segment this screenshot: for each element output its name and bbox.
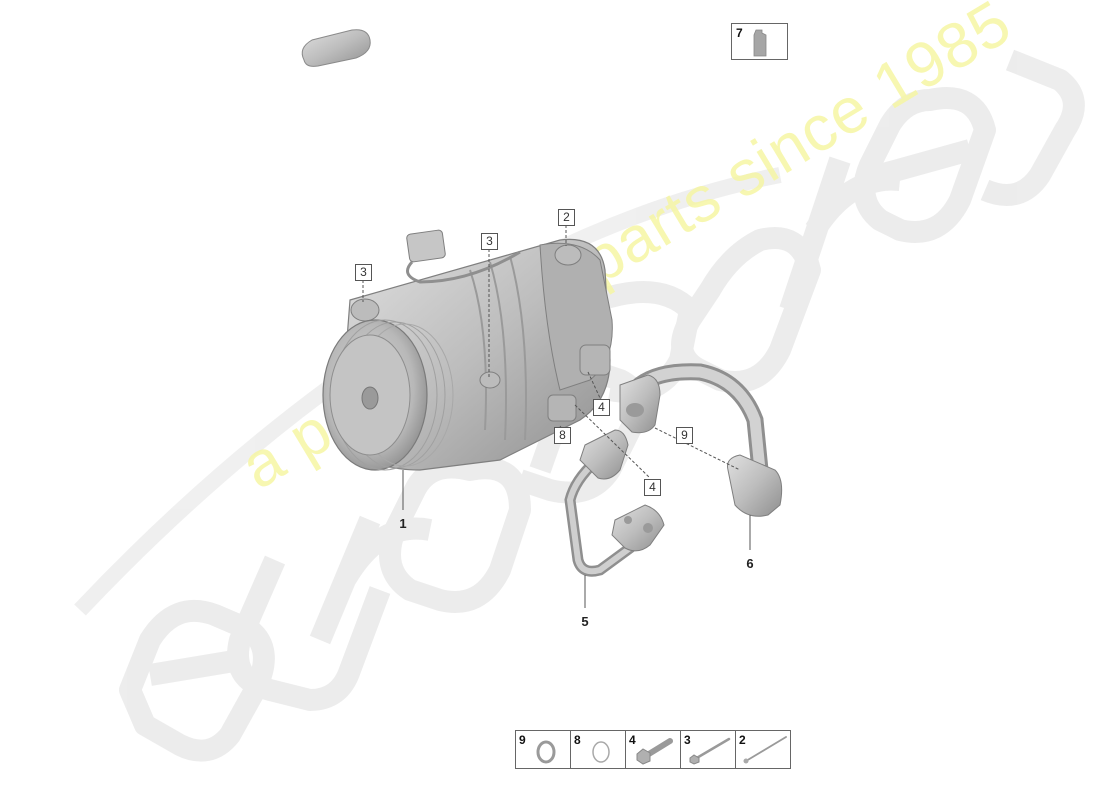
callout-9[interactable]: 9 xyxy=(676,427,693,444)
hex-bolt-icon xyxy=(636,738,673,765)
callout-1[interactable]: 1 xyxy=(399,516,407,531)
oil-pad-icon xyxy=(301,29,371,67)
refrigerant-line-6 xyxy=(619,363,783,517)
callout-2[interactable]: 2 xyxy=(558,209,575,226)
oil-bottle-icon xyxy=(753,29,767,57)
legend-item-2[interactable]: 2 xyxy=(736,731,790,768)
callout-5[interactable]: 5 xyxy=(581,614,589,629)
long-bolt-icon xyxy=(689,737,731,765)
o-ring-icon xyxy=(592,741,610,763)
legend-item-4[interactable]: 4 xyxy=(626,731,681,768)
legend-item-9[interactable]: 9 xyxy=(516,731,571,768)
callout-3-left[interactable]: 3 xyxy=(355,264,372,281)
refrigerant-line-5 xyxy=(564,429,665,577)
legend-item-3[interactable]: 3 xyxy=(681,731,736,768)
legend-label-4: 4 xyxy=(629,733,636,747)
stud-bolt-icon xyxy=(743,736,787,764)
sealing-ring-icon xyxy=(536,740,556,764)
callout-4-upper[interactable]: 4 xyxy=(593,399,610,416)
callout-6[interactable]: 6 xyxy=(746,556,754,571)
item-7-box[interactable]: 7 xyxy=(731,23,788,60)
fasteners-legend: 9 8 4 3 2 xyxy=(515,730,791,769)
callout-3-center[interactable]: 3 xyxy=(481,233,498,250)
legend-item-8[interactable]: 8 xyxy=(571,731,626,768)
legend-label-8: 8 xyxy=(574,733,581,747)
callout-4-lower[interactable]: 4 xyxy=(644,479,661,496)
compressor-body xyxy=(322,229,613,471)
item-7-label: 7 xyxy=(736,26,743,40)
callout-8[interactable]: 8 xyxy=(554,427,571,444)
legend-label-2: 2 xyxy=(739,733,746,747)
legend-label-9: 9 xyxy=(519,733,526,747)
solid-leaders xyxy=(402,470,751,608)
legend-label-3: 3 xyxy=(684,733,691,747)
